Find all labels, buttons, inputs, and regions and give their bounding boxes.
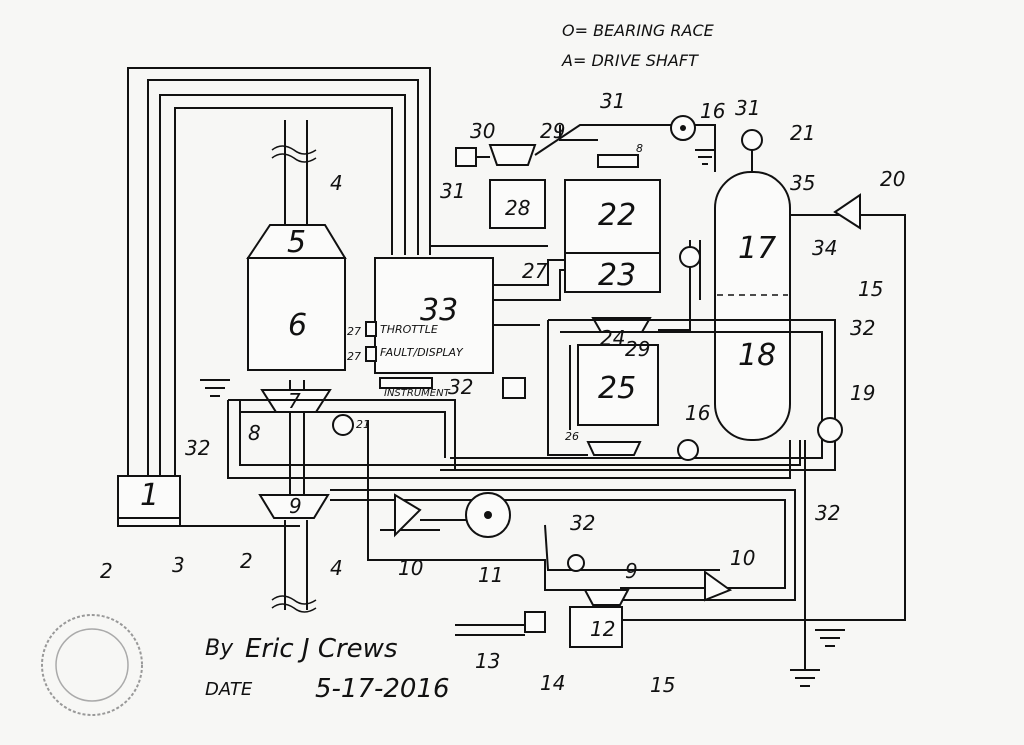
label-date: DATE bbox=[205, 679, 253, 700]
label-instrument: INSTRUMENT bbox=[384, 388, 451, 399]
component-26-shape bbox=[586, 441, 642, 456]
label-20: 20 bbox=[880, 167, 905, 191]
label-31-right: 31 bbox=[735, 96, 760, 120]
label-27-b: 27 bbox=[347, 350, 361, 363]
label-9-lower: 9 bbox=[289, 494, 302, 518]
label-29-mid: 29 bbox=[625, 337, 650, 361]
label-7: 7 bbox=[288, 389, 301, 413]
label-8: 8 bbox=[248, 421, 261, 445]
label-31-left: 31 bbox=[440, 179, 465, 203]
throttle-port bbox=[365, 321, 377, 337]
legend-bearing: O= BEARING RACE bbox=[562, 21, 715, 40]
block-13 bbox=[524, 611, 546, 633]
label-32-left: 32 bbox=[185, 436, 210, 460]
label-35: 35 bbox=[790, 171, 815, 195]
label-19: 19 bbox=[850, 381, 875, 405]
component-29-top bbox=[488, 144, 537, 166]
component-2-pad bbox=[117, 517, 181, 527]
label-11: 11 bbox=[478, 563, 503, 587]
label-30: 30 bbox=[470, 119, 495, 143]
label-32-low: 32 bbox=[815, 501, 840, 525]
drive-shaft-4 bbox=[271, 120, 317, 613]
label-10-right: 10 bbox=[730, 546, 755, 570]
label-1: 1 bbox=[140, 478, 159, 513]
tank-17-18 bbox=[714, 171, 791, 441]
label-25: 25 bbox=[598, 371, 636, 406]
label-24: 24 bbox=[600, 326, 625, 350]
top-wiring bbox=[127, 67, 431, 482]
label-27-c: 27 bbox=[522, 259, 548, 283]
label-26: 26 bbox=[565, 430, 579, 443]
label-16-bottom: 16 bbox=[685, 401, 710, 425]
component-8-top bbox=[597, 154, 639, 168]
label-22: 22 bbox=[598, 198, 636, 233]
label-by: By bbox=[205, 636, 234, 661]
label-27-a: 27 bbox=[347, 325, 361, 338]
label-12: 12 bbox=[590, 617, 615, 641]
instrument-bar bbox=[379, 377, 433, 389]
label-32-right: 32 bbox=[850, 316, 875, 340]
label-34: 34 bbox=[812, 236, 837, 260]
amp-10-left bbox=[394, 493, 422, 538]
block-28 bbox=[489, 179, 546, 229]
label-29-top: 29 bbox=[540, 119, 565, 143]
label-4-top: 4 bbox=[330, 171, 343, 195]
label-fault: FAULT/DISPLAY bbox=[380, 346, 464, 359]
fault-port bbox=[365, 346, 377, 362]
legend-shaft: A= DRIVE SHAFT bbox=[561, 51, 699, 70]
label-2-left: 2 bbox=[100, 559, 113, 583]
label-33: 33 bbox=[420, 293, 458, 328]
label-6: 6 bbox=[288, 308, 307, 343]
label-32-mid: 32 bbox=[570, 511, 595, 535]
block-22-23 bbox=[564, 179, 661, 293]
label-10-left: 10 bbox=[398, 556, 423, 580]
ground-symbols bbox=[200, 149, 845, 687]
date-value: 5-17-2016 bbox=[315, 674, 450, 704]
label-18: 18 bbox=[738, 338, 776, 373]
component-9-right bbox=[583, 589, 630, 606]
notary-stamp bbox=[41, 614, 143, 716]
label-2-right: 2 bbox=[240, 549, 253, 573]
label-5: 5 bbox=[287, 225, 306, 260]
label-4-bottom: 4 bbox=[330, 556, 343, 580]
small-box-near-25 bbox=[502, 377, 526, 399]
label-21-mid: 21 bbox=[356, 418, 370, 431]
label-15-right: 15 bbox=[858, 277, 883, 301]
label-9-right: 9 bbox=[625, 559, 638, 583]
label-17: 17 bbox=[738, 231, 776, 266]
component-6-box bbox=[247, 257, 346, 371]
label-28: 28 bbox=[505, 196, 530, 220]
antenna-20 bbox=[833, 193, 861, 230]
amp-10-right bbox=[704, 570, 733, 602]
block-30 bbox=[455, 147, 477, 167]
label-32-inst: 32 bbox=[448, 375, 473, 399]
bearings bbox=[332, 115, 843, 572]
block-25 bbox=[577, 344, 659, 426]
label-14: 14 bbox=[540, 671, 565, 695]
label-31-mid: 31 bbox=[600, 89, 625, 113]
component-9-lower-shape bbox=[258, 494, 330, 519]
label-21-top: 21 bbox=[790, 121, 815, 145]
label-15-bottom: 15 bbox=[650, 673, 675, 697]
controller-33-box bbox=[374, 257, 494, 374]
label-throttle: THROTTLE bbox=[380, 323, 438, 336]
block-12 bbox=[569, 606, 623, 648]
label-23: 23 bbox=[598, 258, 636, 293]
label-16-top: 16 bbox=[700, 99, 725, 123]
signature: Eric J Crews bbox=[245, 634, 397, 664]
label-13: 13 bbox=[475, 649, 500, 673]
label-8-top: 8 bbox=[636, 142, 643, 155]
label-3: 3 bbox=[172, 553, 185, 577]
